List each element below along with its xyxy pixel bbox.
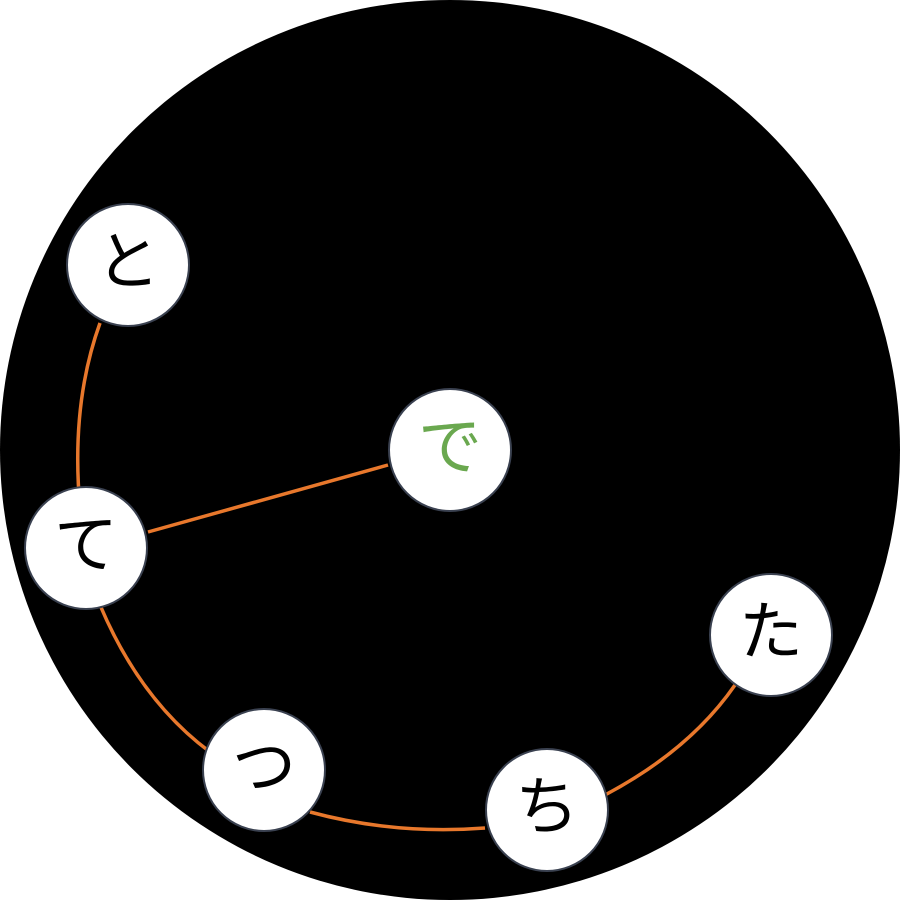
node-to[interactable]: と [66,203,190,327]
center-node-label: で [418,411,482,485]
center-node[interactable]: で [388,388,512,512]
node-chi[interactable]: ち [485,748,609,872]
node-ta[interactable]: た [709,573,833,697]
node-chi-label: ち [515,771,579,845]
arc-chi-ta [604,684,737,797]
node-te-label: て [54,509,118,583]
spoke-te-center [147,463,389,534]
arc-tsu-chi [309,810,486,832]
node-tsu-label: つ [232,731,296,805]
node-ta-label: た [739,596,803,670]
node-te[interactable]: て [24,486,148,610]
arc-te-tsu [98,604,212,754]
node-tsu[interactable]: つ [202,708,326,832]
node-to-label: と [96,226,160,300]
